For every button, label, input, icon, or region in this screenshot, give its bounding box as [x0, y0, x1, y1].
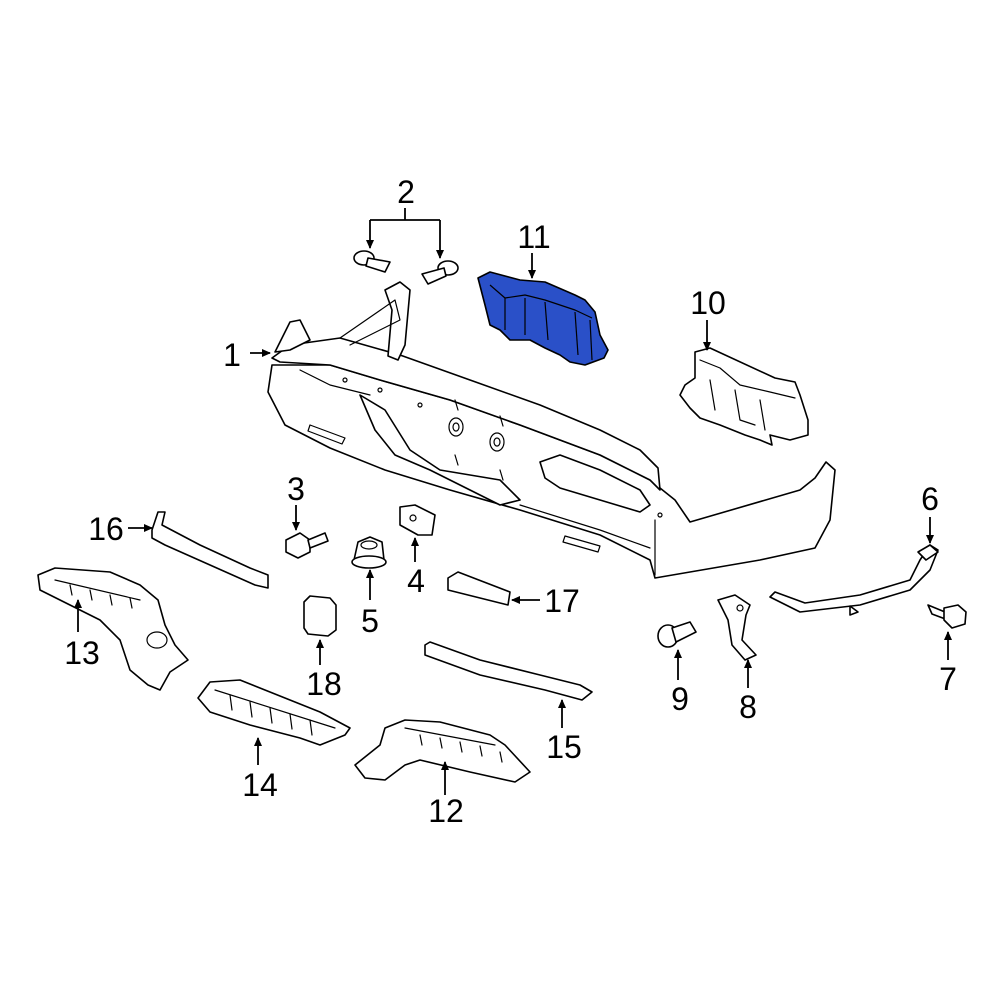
- callout-4: 4: [407, 563, 425, 599]
- callout-11: 11: [517, 219, 550, 255]
- part-15-strip[interactable]: [424, 641, 593, 701]
- part-11-highlighted-bracket[interactable]: [477, 271, 609, 366]
- part-7-bolt[interactable]: [927, 604, 967, 629]
- part-13-step-pad[interactable]: [37, 567, 189, 691]
- callout-7: 7: [939, 661, 957, 697]
- callout-15: 15: [546, 729, 582, 765]
- callout-3: 3: [287, 471, 305, 507]
- callout-6: 6: [921, 481, 939, 517]
- callout-5: 5: [361, 603, 379, 639]
- part-14-step-pad[interactable]: [197, 679, 351, 746]
- callout-16: 16: [88, 511, 124, 547]
- part-18-cap[interactable]: [303, 595, 337, 637]
- callout-1: 1: [223, 337, 241, 373]
- callout-18: 18: [306, 666, 342, 702]
- part-6-bracket[interactable]: [769, 544, 939, 616]
- callout-12: 12: [428, 793, 464, 829]
- part-12-step-pad[interactable]: [354, 719, 531, 783]
- part-8-bracket[interactable]: [717, 594, 757, 661]
- part-17-pad[interactable]: [447, 571, 511, 606]
- part-1-bumper[interactable]: [267, 281, 836, 579]
- part-10-absorber[interactable]: [679, 347, 809, 446]
- part-5-nut[interactable]: [351, 536, 387, 569]
- part-16-strip[interactable]: [151, 511, 269, 589]
- callout-14: 14: [242, 767, 278, 803]
- part-4-clip[interactable]: [399, 504, 436, 536]
- callout-13: 13: [64, 635, 100, 671]
- callout-8: 8: [739, 689, 757, 725]
- callout-10: 10: [690, 285, 726, 321]
- part-2-push-pins[interactable]: [353, 250, 459, 285]
- leader-lines: [74, 208, 952, 795]
- callout-labels: 1 2 3 4 5 6 7 8 9 10 11 12 13 14 15 16 1…: [64, 174, 957, 829]
- callout-17: 17: [544, 583, 580, 619]
- callout-2: 2: [397, 174, 415, 210]
- callout-9: 9: [671, 681, 689, 717]
- part-3-bolt[interactable]: [285, 532, 329, 559]
- part-9-pin[interactable]: [657, 621, 697, 648]
